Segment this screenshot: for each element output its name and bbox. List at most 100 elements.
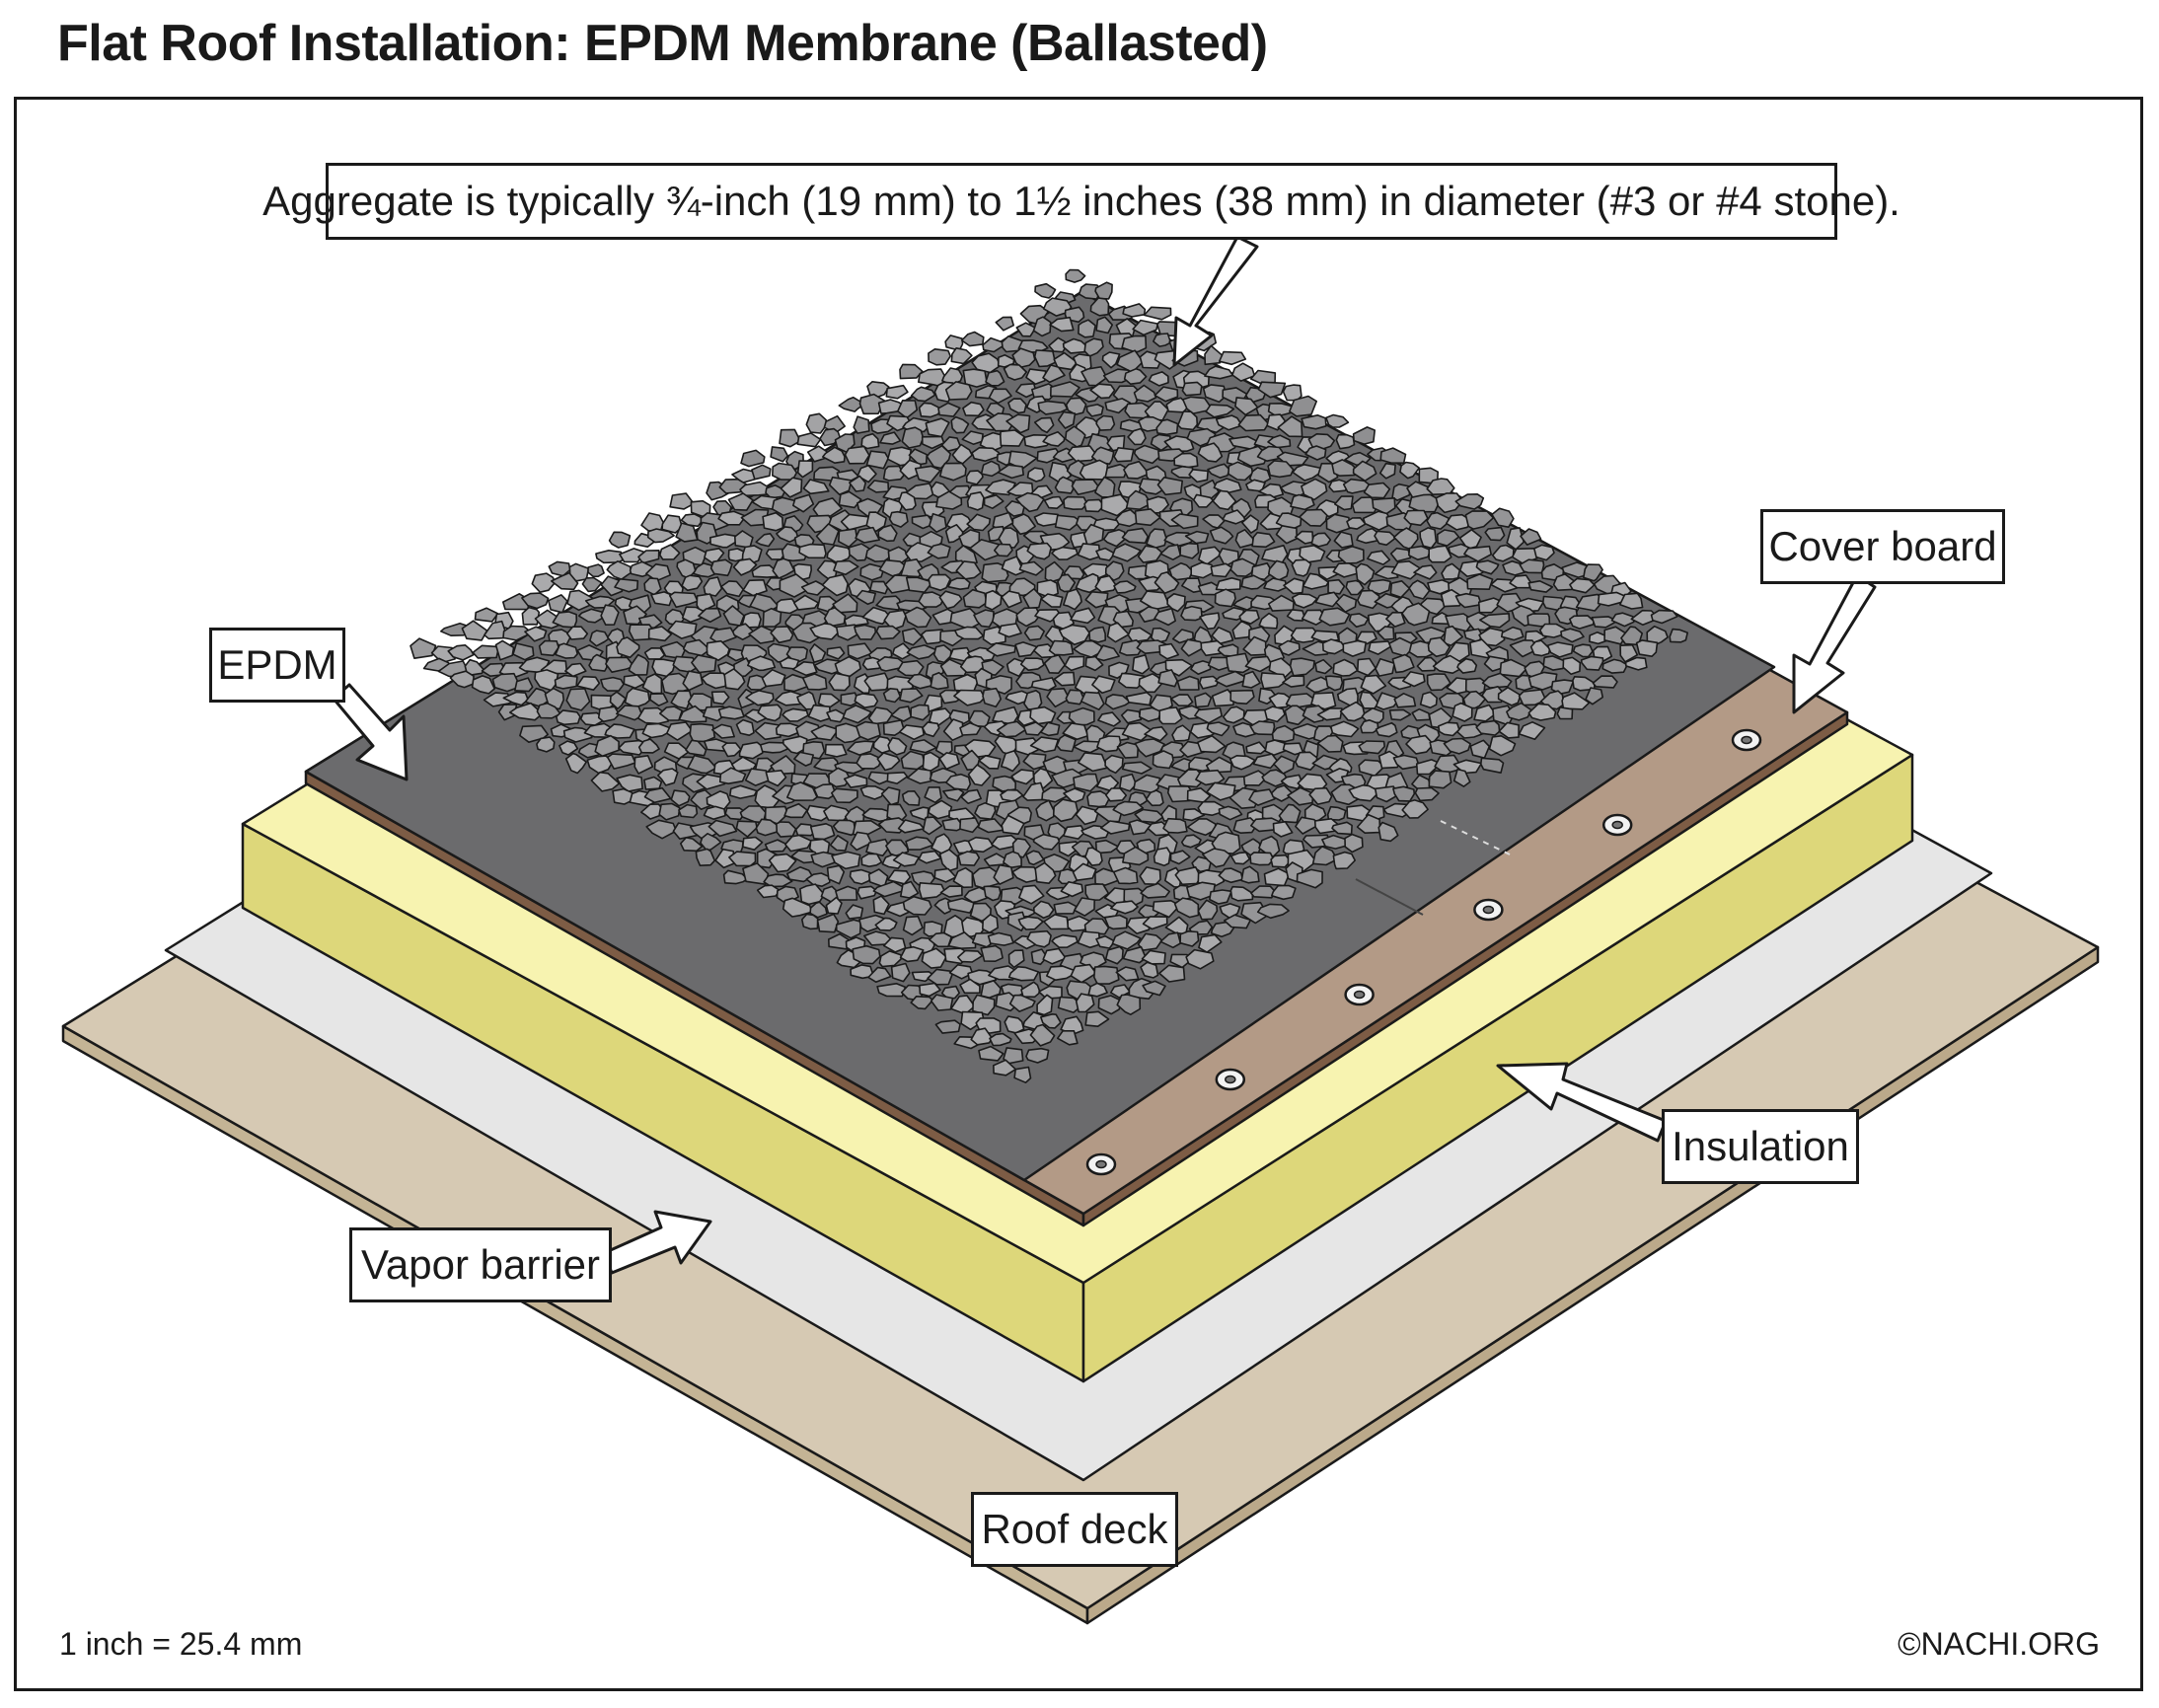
- epdm-callout: EPDM: [209, 628, 345, 703]
- aggregate-stone: [796, 432, 822, 448]
- aggregate-stone: [840, 692, 859, 707]
- aggregate-stone: [1072, 862, 1097, 882]
- aggregate-stone: [1079, 459, 1109, 481]
- aggregate-stone: [948, 963, 974, 980]
- aggregate-stone: [1122, 846, 1150, 866]
- aggregate-stone: [1389, 547, 1412, 562]
- aggregate-stone: [1290, 627, 1318, 643]
- aggregate-stone: [995, 799, 1021, 821]
- aggregate-stone: [1518, 720, 1546, 741]
- aggregate-stone: [1100, 820, 1131, 835]
- aggregate-stone: [776, 526, 799, 544]
- roof-deck-callout: Roof deck: [971, 1492, 1178, 1567]
- aggregate-stone: [1162, 817, 1188, 834]
- vapor-barrier-arrow: [602, 1210, 712, 1275]
- aggregate-stone: [1372, 496, 1396, 515]
- aggregate-stone: [967, 969, 998, 986]
- aggregate-stone: [1022, 752, 1047, 771]
- aggregate-stone: [1285, 693, 1315, 709]
- aggregate-stone: [765, 769, 787, 787]
- aggregate-stone: [948, 646, 972, 662]
- aggregate-stone: [1209, 526, 1234, 545]
- aggregate-stone: [959, 817, 980, 834]
- aggregate-stone: [1257, 381, 1287, 399]
- aggregate-stone: [1357, 657, 1377, 677]
- aggregate-stone: [1058, 624, 1090, 646]
- aggregate-stone: [1180, 834, 1202, 849]
- aggregate-stone: [785, 865, 814, 883]
- aggregate-stone: [890, 962, 911, 983]
- aggregate-stone: [1360, 674, 1387, 695]
- aggregate-stone: [1180, 605, 1203, 622]
- aggregate-stone: [918, 850, 942, 864]
- aggregate-stone: [1001, 814, 1025, 836]
- aggregate-stone: [938, 462, 967, 482]
- aggregate-stone: [1367, 578, 1391, 595]
- aggregate-stone: [866, 480, 890, 493]
- aggregate-stone: [1390, 559, 1423, 580]
- aggregate-stone: [723, 668, 746, 691]
- aggregate-stone: [1040, 721, 1061, 737]
- aggregate-stone: [887, 736, 908, 756]
- aggregate-stone: [1229, 557, 1256, 577]
- aggregate-stone: [938, 689, 961, 705]
- aggregate-stone: [1029, 1023, 1056, 1047]
- aggregate-stone: [1159, 544, 1182, 561]
- aggregate-stone: [1153, 333, 1172, 347]
- aggregate-stone: [793, 751, 815, 767]
- aggregate-stone: [779, 428, 801, 448]
- aggregate-stone: [852, 944, 881, 965]
- aggregate-stone: [1275, 524, 1298, 545]
- aggregate-stone: [1206, 781, 1236, 801]
- aggregate-stone: [689, 722, 716, 743]
- aggregate-stone: [1348, 613, 1370, 629]
- aggregate-stone: [1249, 852, 1275, 866]
- aggregate-stone: [1197, 899, 1219, 921]
- aggregate-stone: [691, 654, 717, 674]
- aggregate-stone: [1520, 528, 1542, 546]
- aggregate-stone: [930, 994, 954, 1011]
- aggregate-stone: [1116, 994, 1142, 1015]
- aggregate-stone: [1089, 297, 1110, 317]
- aggregate-stone: [1393, 692, 1417, 708]
- aggregate-stone: [899, 363, 924, 380]
- aggregate-stone: [1256, 903, 1290, 920]
- aggregate-stone: [971, 446, 1001, 463]
- aggregate-stone: [1103, 914, 1128, 930]
- aggregate-stone: [860, 432, 880, 450]
- aggregate-stone: [956, 949, 984, 963]
- aggregate-stone: [1084, 847, 1103, 866]
- aggregate-stone: [1091, 675, 1116, 695]
- aggregate-stone: [815, 523, 840, 546]
- aggregate-stone: [464, 658, 485, 676]
- aggregate-stone: [735, 820, 758, 838]
- aggregate-stone: [1050, 381, 1080, 398]
- aggregate-stone: [901, 789, 921, 806]
- aggregate-stone: [1377, 626, 1395, 641]
- aggregate-stone: [762, 511, 784, 532]
- aggregate-stone: [732, 557, 758, 576]
- aggregate-stone: [867, 966, 892, 984]
- aggregate-stone: [1669, 628, 1688, 643]
- aggregate-stone: [838, 396, 865, 412]
- aggregate-stone: [1032, 316, 1052, 337]
- aggregate-stone: [1367, 550, 1391, 565]
- aggregate-stone: [538, 639, 559, 657]
- aggregate-stone: [1115, 966, 1140, 982]
- aggregate-stone: [972, 994, 996, 1016]
- aggregate-stone: [1408, 545, 1432, 561]
- aggregate-stone: [1078, 319, 1096, 338]
- aggregate-stone: [1139, 706, 1162, 722]
- aggregate-stone: [1332, 851, 1356, 870]
- aggregate-stone: [906, 644, 938, 660]
- aggregate-stone: [1023, 625, 1045, 641]
- aggregate-stone: [1108, 661, 1130, 680]
- aggregate-stone: [1188, 756, 1214, 773]
- aggregate-stone: [876, 752, 901, 772]
- aggregate-stone: [832, 819, 856, 837]
- aggregate-stone: [675, 522, 699, 543]
- aggregate-stone: [1084, 1010, 1110, 1027]
- aggregate-stone: [985, 369, 1005, 387]
- aggregate-stone: [1003, 851, 1022, 869]
- aggregate-stone: [1194, 706, 1223, 724]
